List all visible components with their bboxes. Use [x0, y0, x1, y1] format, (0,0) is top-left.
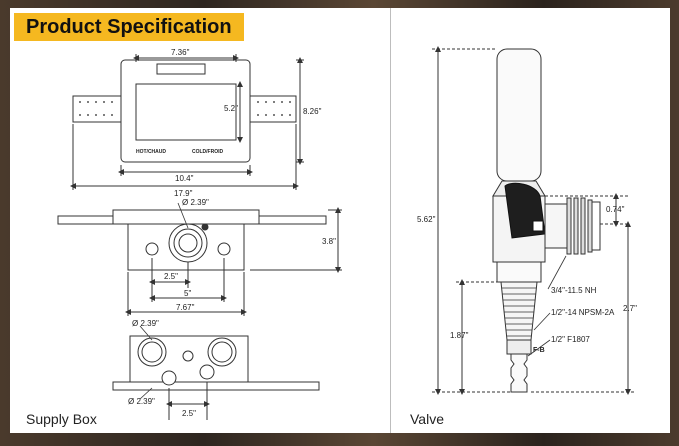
box-opening	[135, 83, 237, 141]
left-mounting-strap	[72, 95, 122, 123]
supply-box-bottom-view	[112, 325, 320, 420]
side-left-port	[145, 242, 159, 256]
bottom-left-port	[161, 370, 177, 386]
label-body-marking: F-B	[533, 347, 545, 354]
valve-crimp-ring	[506, 339, 532, 355]
top-tab	[156, 63, 206, 75]
label-thread-nh: 3/4"-11.5 NH	[551, 286, 597, 295]
page-title: Product Specification	[14, 13, 244, 41]
label-thread-npsm: 1/2"-14 NPSM-2A	[551, 308, 615, 317]
dim-side-width: 7.67"	[176, 303, 195, 312]
dim-bottom-spacing: 2.5"	[182, 409, 196, 418]
valve-drawing	[432, 46, 634, 395]
dim-box-width: 10.4"	[175, 174, 194, 183]
dim-side-inner-spacing: 2.5"	[164, 272, 178, 281]
dim-side-outer-spacing: 5"	[184, 289, 191, 298]
dim-overall-width: 17.9"	[174, 189, 193, 198]
label-cold: COLD/FROID	[192, 149, 223, 155]
section-divider	[390, 8, 391, 433]
bottom-flange	[112, 381, 320, 391]
valve-top-cap	[496, 48, 542, 182]
dim-bottom-bottom-diameter: Ø 2.39"	[128, 397, 155, 406]
dim-valve-overall-height: 5.62"	[417, 215, 436, 224]
bottom-center-port	[182, 350, 194, 362]
valve-side-outlet	[544, 203, 568, 249]
dim-opening-height: 5.2"	[224, 104, 238, 113]
bottom-view-labels: Ø 2.39" Ø 2.39" 2.5"	[128, 319, 196, 418]
dim-valve-stem-height: 1.87"	[450, 331, 469, 340]
right-mounting-strap	[249, 95, 297, 123]
label-fitting: 1/2" F1807	[551, 335, 590, 344]
side-pipe-outer	[168, 223, 208, 263]
dim-valve-side-height: 0.74"	[606, 205, 625, 214]
valve-threaded-stem	[500, 281, 538, 341]
supply-box-caption: Supply Box	[26, 411, 97, 427]
dim-opening-width: 7.36"	[171, 48, 190, 57]
label-hot: HOT/CHAUD	[136, 149, 166, 155]
dim-bottom-top-diameter: Ø 2.39"	[132, 319, 159, 328]
supply-box-side-view	[57, 202, 342, 316]
side-view-labels: Ø 2.39" 3.8" 2.5" 5" 7.67"	[164, 198, 336, 312]
side-right-port	[217, 242, 231, 256]
dim-side-height: 3.8"	[322, 237, 336, 246]
side-pipe-inner	[173, 228, 203, 258]
dim-overall-height: 8.26"	[303, 107, 322, 116]
dim-side-pipe-diameter: Ø 2.39"	[182, 198, 209, 207]
front-view-labels: 7.36" 5.2" 8.26" HOT/CHAUD COLD/FROID 10…	[136, 48, 322, 198]
valve-pex-barb	[510, 353, 528, 393]
valve-labels: 5.62" 0.74" 3/4"-11.5 NH 2.7" 1/2"-14 NP…	[417, 205, 637, 354]
valve-nut	[496, 261, 542, 283]
side-top-rim	[112, 209, 260, 225]
bottom-right-port	[199, 364, 215, 380]
dim-valve-lower-height: 2.7"	[623, 304, 637, 313]
supply-box-front-view	[70, 54, 304, 190]
valve-caption: Valve	[410, 411, 444, 427]
